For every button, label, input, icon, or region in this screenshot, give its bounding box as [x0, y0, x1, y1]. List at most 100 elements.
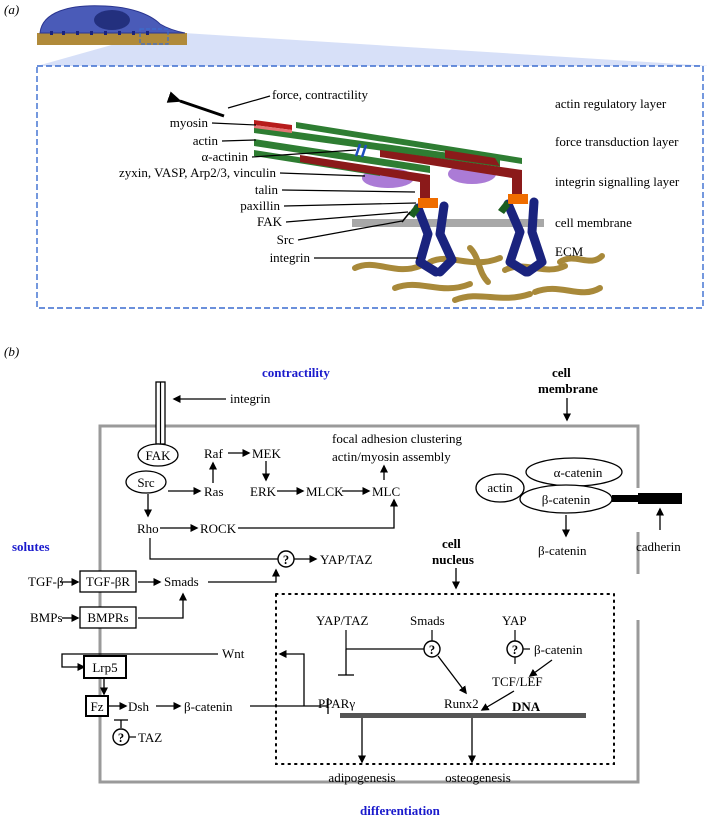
substrate — [37, 33, 187, 45]
integrin-label: integrin — [270, 250, 311, 265]
bmprs-box — [79, 606, 137, 629]
solutes-label: solutes — [12, 539, 50, 554]
integrin-shapes — [413, 197, 547, 277]
wnt-text: Wnt — [222, 646, 245, 661]
cadherin-text: cadherin — [636, 539, 681, 554]
panel-b: (b) contractility solutes differentiatio… — [4, 344, 682, 818]
cell-outline — [98, 424, 640, 784]
lrp5-box — [83, 655, 127, 679]
actin-text: actin — [487, 480, 513, 495]
lrp5-text: Lrp5 — [92, 660, 117, 675]
paxillin-block-1 — [418, 198, 438, 208]
cadherin-thick — [638, 493, 682, 504]
force-label: force, contractility — [272, 87, 369, 102]
layer-ecm: ECM — [555, 244, 584, 259]
nuc-yap-taz-text: YAP/TAZ — [316, 613, 368, 628]
mlck-text: MLCK — [306, 484, 344, 499]
bmprs-text: BMPRs — [87, 610, 128, 625]
ppar-text: PPARγ — [318, 696, 355, 711]
beta-catenin-text: β-catenin — [542, 492, 591, 507]
fak-text: FAK — [145, 448, 171, 463]
bmps-text: BMPs — [30, 610, 63, 625]
zoom-projection — [37, 32, 707, 66]
src-shape — [401, 211, 411, 223]
alpha-actinin-marks — [354, 143, 368, 158]
ras-text: Ras — [204, 484, 224, 499]
cell-nucleus — [94, 10, 130, 30]
erk-text: ERK — [250, 484, 277, 499]
myosin-filament — [254, 120, 292, 133]
talin-label: talin — [255, 182, 279, 197]
smads-text: Smads — [164, 574, 199, 589]
fak-label: FAK — [257, 214, 283, 229]
q-text-1: ? — [283, 553, 289, 567]
panel-a: (a) force, contractility — [4, 2, 707, 309]
rho-text: Rho — [137, 521, 159, 536]
cell-nucleus-label-1: cell — [442, 536, 461, 551]
nuc-beta-catenin-text: β-catenin — [534, 642, 583, 657]
cell-membrane-label-1: cell — [552, 365, 571, 380]
dna-bar — [340, 713, 586, 718]
beta-catenin-free-text: β-catenin — [538, 543, 587, 558]
panel-a-label: (a) — [4, 2, 19, 17]
nuc-yap-text: YAP — [502, 613, 527, 628]
fak-shape-1 — [408, 204, 420, 218]
paxillin-label: paxillin — [240, 198, 280, 213]
beta-catenin-cyto-text: β-catenin — [184, 699, 233, 714]
focal-text-2: actin/myosin assembly — [332, 449, 451, 464]
panel-b-label: (b) — [4, 344, 19, 359]
small-zoom-box — [139, 28, 169, 45]
alpha-actinin-label: α-actinin — [201, 149, 248, 164]
layer-labels: actin regulatory layer force transductio… — [555, 96, 680, 259]
layer-integrin-signalling: integrin signalling layer — [555, 174, 680, 189]
paxillin-block-2 — [508, 194, 528, 204]
runx2-text: Runx2 — [444, 696, 479, 711]
talin-shapes — [300, 150, 522, 206]
differentiation-label: differentiation — [360, 803, 441, 818]
zyxin-label: zyxin, VASP, Arp2/3, vinculin — [119, 165, 276, 180]
alpha-catenin-text: α-catenin — [554, 465, 603, 480]
q-text-2: ? — [429, 643, 435, 657]
dna-text: DNA — [512, 699, 541, 714]
myosin-label: myosin — [170, 115, 209, 130]
adipogenesis-text: adipogenesis — [328, 770, 395, 785]
raf-text: Raf — [204, 446, 223, 461]
nucleus-box — [275, 593, 615, 765]
force-arrow — [166, 91, 225, 118]
tcf-lef-text: TCF/LEF — [492, 674, 543, 689]
cell-nucleus-label-2: nucleus — [432, 552, 474, 567]
adhesion-dots — [50, 31, 149, 35]
dsh-text: Dsh — [128, 699, 149, 714]
taz-text: TAZ — [138, 730, 162, 745]
layer-cell-membrane: cell membrane — [555, 215, 632, 230]
layer-force-transduction: force transduction layer — [555, 134, 679, 149]
layer-actin-regulatory: actin regulatory layer — [555, 96, 667, 111]
focal-text-1: focal adhesion clustering — [332, 431, 462, 446]
tgfbr-text: TGF-βR — [86, 574, 131, 589]
cadherin-thin — [612, 495, 638, 502]
integrin-label: integrin — [230, 391, 271, 406]
fak-ellipse — [137, 443, 179, 467]
left-labels: myosin actin α-actinin zyxin, VASP, Arp2… — [119, 115, 418, 265]
src-label: Src — [277, 232, 295, 247]
membrane-bar — [352, 219, 544, 227]
mek-text: MEK — [252, 446, 282, 461]
src-ellipse — [125, 470, 167, 494]
cell-membrane-label-2: membrane — [538, 381, 598, 396]
yap-taz-text: YAP/TAZ — [320, 552, 372, 567]
q-text-3: ? — [512, 643, 518, 657]
rock-text: ROCK — [200, 521, 237, 536]
osteogenesis-text: osteogenesis — [445, 770, 511, 785]
q-text-4: ? — [118, 731, 124, 745]
nuc-smads-text: Smads — [410, 613, 445, 628]
ecm-fibers — [352, 245, 605, 303]
contractility-label: contractility — [262, 365, 330, 380]
tgfbr-box — [79, 570, 137, 593]
mlc-text: MLC — [372, 484, 400, 499]
fak-shape-2 — [498, 200, 510, 214]
tgfb-text: TGF-β — [28, 574, 64, 589]
actin-ellipse — [475, 473, 525, 503]
actin-label: actin — [193, 133, 219, 148]
fz-text: Fz — [91, 699, 104, 714]
